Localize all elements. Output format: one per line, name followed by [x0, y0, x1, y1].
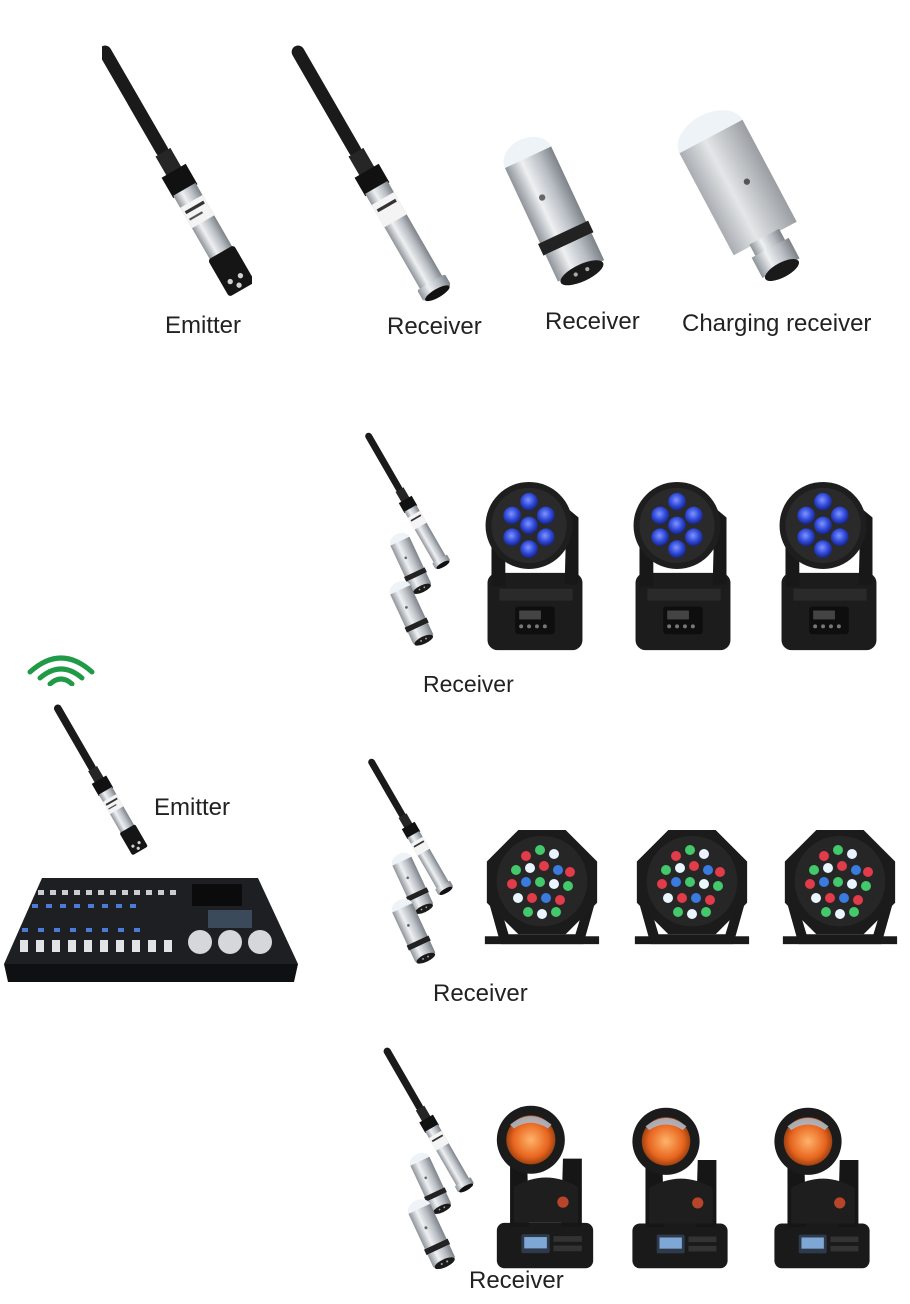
wifi-signal-icon — [27, 655, 95, 686]
beam-moving-head-icon — [496, 1105, 594, 1269]
charging-receiver-icon — [668, 108, 817, 293]
dmx-receiver-cap-icon — [494, 130, 611, 293]
rgb-par-light-icon — [782, 829, 898, 945]
led-moving-head-icon — [485, 481, 583, 651]
dmx-receiver-icon — [290, 38, 450, 305]
beam-moving-head-icon — [632, 1107, 728, 1269]
receiver-label-row3: Receiver — [469, 1267, 564, 1294]
emitter-label-top: Emitter — [165, 312, 242, 339]
emitter-label: Emitter — [154, 794, 231, 821]
dmx-transmitter-icon — [102, 38, 252, 298]
receiver-label-row1: Receiver — [423, 671, 514, 697]
dmx-console-icon — [4, 878, 298, 982]
led-moving-head-icon — [633, 481, 731, 651]
charging-receiver-icon — [387, 896, 439, 967]
receiver-label-top-2: Receiver — [545, 308, 640, 335]
receiver-label-row2: Receiver — [433, 980, 528, 1007]
dmx-transmitter-icon — [48, 700, 148, 856]
charging-receiver-icon — [385, 578, 437, 649]
receiver-label-top-1: Receiver — [387, 313, 482, 340]
charging-receiver-label: Charging receiver — [682, 310, 872, 337]
rgb-par-light-icon — [634, 829, 750, 945]
rgb-par-light-icon — [484, 829, 600, 945]
beam-moving-head-icon — [774, 1107, 870, 1269]
led-moving-head-icon — [779, 481, 877, 651]
charging-receiver-icon — [403, 1196, 459, 1273]
